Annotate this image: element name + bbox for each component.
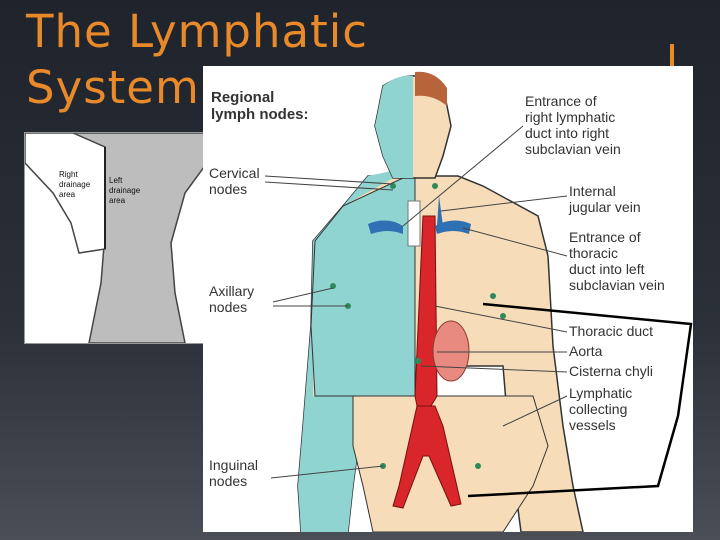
- organ: [432, 320, 470, 382]
- left-drainage-label: Left drainage area: [109, 176, 142, 205]
- lymphatic-diagram: Regional lymph nodes: Cervical nodes Axi…: [203, 66, 693, 533]
- title-line-2: System: [26, 61, 200, 114]
- leader-lines: [264, 125, 568, 479]
- trachea: [407, 200, 421, 247]
- torso-right-drainage: [310, 177, 416, 397]
- lymphatic-diagram-figure: Regional lymph nodes: Cervical nodes Axi…: [203, 66, 693, 533]
- collecting-vessel-line: [467, 302, 693, 498]
- entrance-thoracic-duct-label: Entrance of thoracic duct into left subc…: [569, 229, 665, 293]
- entrance-right-lymphatic-label: Entrance of right lymphatic duct into ri…: [525, 93, 621, 157]
- internal-jugular-vein: [437, 196, 443, 226]
- inguinal-nodes-label: Inguinal nodes: [209, 457, 262, 489]
- accent-bar: [670, 44, 674, 72]
- slide-title: The Lymphatic System: [26, 4, 368, 116]
- lymphatic-collecting-vessels-label: Lymphatic collecting vessels: [569, 385, 636, 433]
- lymph-node-cluster: [330, 183, 506, 469]
- drainage-inset-figure: Right drainage area Left drainage area: [24, 132, 208, 344]
- right-subclavian-vein: [368, 220, 403, 234]
- thoracic-duct-label: Thoracic duct: [569, 323, 653, 339]
- right-drainage-region: [24, 132, 106, 254]
- cervical-nodes-label: Cervical nodes: [209, 165, 263, 197]
- right-drainage-label: Right drainage area: [59, 170, 92, 199]
- diagram-heading: Regional lymph nodes:: [211, 89, 309, 123]
- title-line-1: The Lymphatic: [26, 5, 368, 58]
- drainage-inset: Right drainage area Left drainage area: [24, 132, 208, 344]
- hair: [415, 71, 447, 106]
- left-subclavian-vein: [435, 220, 471, 234]
- cisterna-chyli-label: Cisterna chyli: [569, 363, 653, 379]
- body-right-drainage: [298, 166, 433, 532]
- axillary-nodes-label: Axillary nodes: [209, 283, 258, 315]
- aorta-label: Aorta: [569, 343, 603, 359]
- internal-jugular-label: Internal jugular vein: [568, 183, 641, 215]
